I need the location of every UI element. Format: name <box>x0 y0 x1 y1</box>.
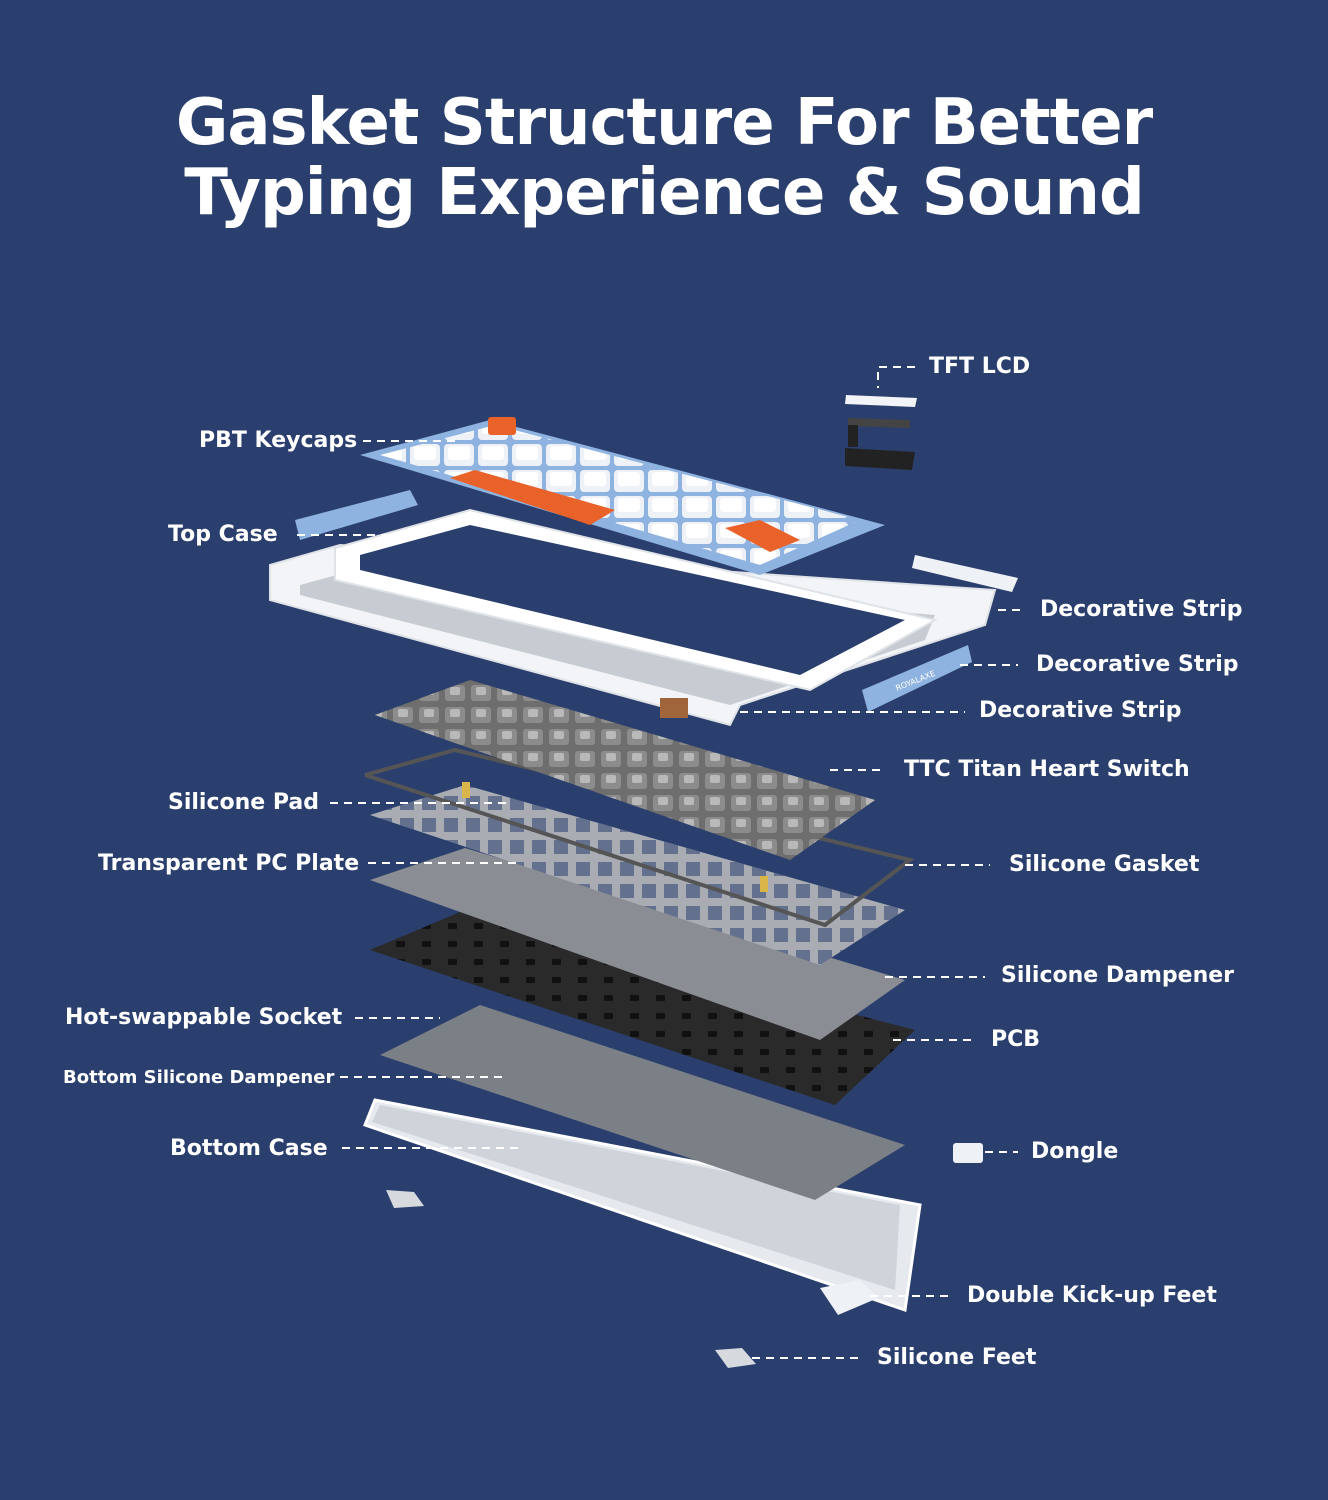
bottom-silicone-dampener-part <box>380 1005 905 1200</box>
silicone-feet-part <box>715 1348 756 1368</box>
silicone-gasket-part <box>364 747 915 928</box>
label-dongle: Dongle <box>1031 1139 1119 1164</box>
label-transparent-pc-plate: Transparent PC Plate <box>98 851 360 876</box>
label-bottom-silicone-dampener: Bottom Silicone Dampener <box>63 1067 335 1088</box>
label-silicone-pad: Silicone Pad <box>168 790 319 815</box>
label-decorative-strip-2: Decorative Strip <box>1036 652 1239 677</box>
pbt-keycaps-part <box>360 417 885 575</box>
double-kickup-feet-part <box>820 1280 878 1315</box>
label-hot-swappable-socket: Hot-swappable Socket <box>65 1005 343 1030</box>
dongle-part <box>953 1143 983 1163</box>
switch-layer <box>375 680 875 860</box>
silicone-feet-part-2 <box>386 1190 424 1208</box>
tft-lcd-part <box>845 395 917 470</box>
silicone-pad-part <box>462 782 470 798</box>
label-pbt-keycaps: PBT Keycaps <box>199 428 358 453</box>
label-silicone-gasket: Silicone Gasket <box>1009 852 1200 877</box>
label-top-case: Top Case <box>168 522 278 547</box>
page-title: Gasket Structure For Better Typing Exper… <box>0 88 1328 228</box>
label-pcb: PCB <box>991 1027 1041 1052</box>
decorative-strip-left <box>295 490 418 540</box>
decorative-strip-right-top <box>912 555 1018 592</box>
title-line-2: Typing Experience & Sound <box>184 156 1145 230</box>
silicone-pad-part-2 <box>760 876 768 892</box>
top-case-part <box>334 508 938 692</box>
label-decorative-strip-3: Decorative Strip <box>979 698 1182 723</box>
pcb-part <box>370 912 915 1105</box>
label-bottom-case: Bottom Case <box>170 1136 328 1161</box>
transparent-pc-plate-part <box>370 785 905 965</box>
label-tft-lcd: TFT LCD <box>929 354 1031 379</box>
label-ttc-switch: TTC Titan Heart Switch <box>904 757 1190 782</box>
silicone-dampener-part <box>370 848 905 1040</box>
label-silicone-feet: Silicone Feet <box>877 1345 1037 1370</box>
label-double-kickup-feet: Double Kick-up Feet <box>967 1283 1217 1308</box>
leader-lines <box>297 366 1025 1359</box>
label-silicone-dampener: Silicone Dampener <box>1001 963 1234 988</box>
title-line-1: Gasket Structure For Better <box>175 86 1153 160</box>
label-decorative-strip-1: Decorative Strip <box>1040 597 1243 622</box>
